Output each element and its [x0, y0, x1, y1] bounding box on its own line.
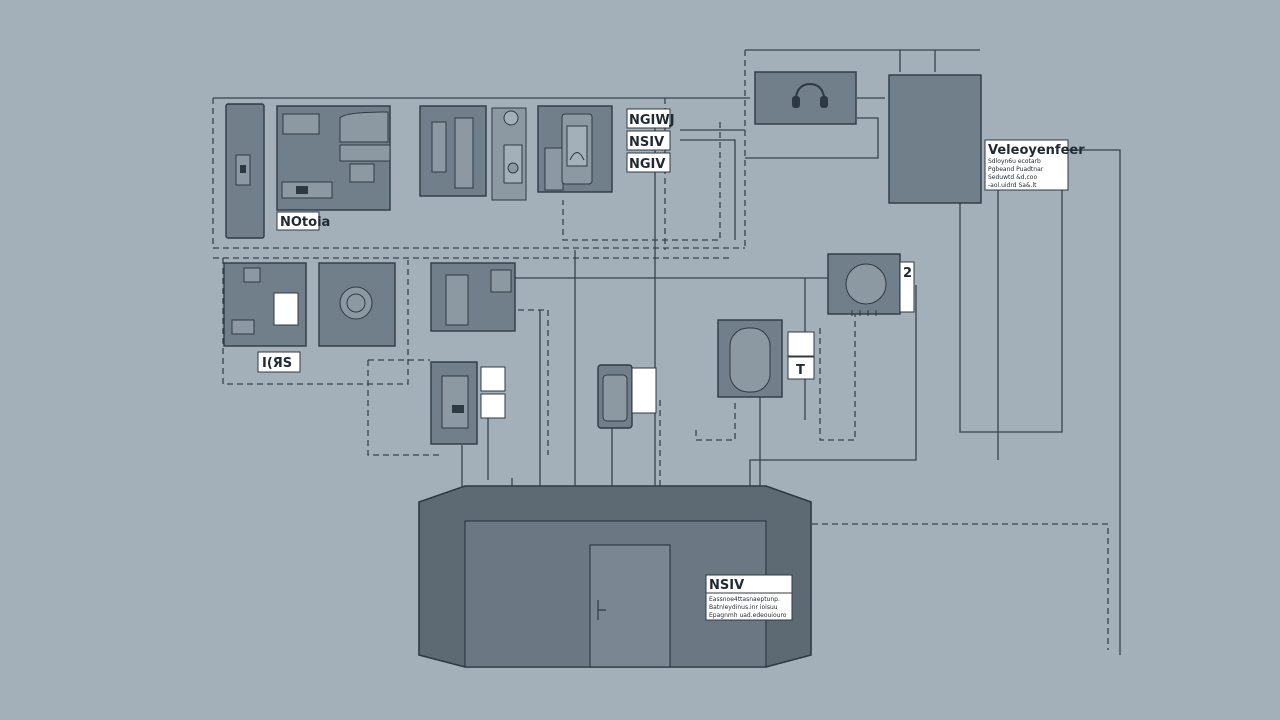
- tag-3-text: NGIV: [629, 157, 665, 172]
- dashed-bottom-right: [812, 523, 1109, 650]
- dashed-region-left: [213, 257, 730, 385]
- unit-left-slot: [225, 103, 265, 239]
- mini-tags: T 2: [273, 261, 915, 419]
- vendor-line-3: Seduwtd &d,coo: [988, 174, 1037, 181]
- unit-tall-cabinet: [888, 74, 982, 204]
- headset-icon: [794, 82, 826, 107]
- vendor-title: Veleoyenfeer: [988, 143, 1085, 158]
- door-icon: [597, 600, 606, 620]
- unit-center-switch: [430, 262, 516, 332]
- unit-control-panel: [276, 105, 391, 211]
- label-vendor: Veleoyenfeer Sdloyn6u ecotarb Pgbeand Pu…: [984, 139, 1085, 191]
- unit-meter-panel: [537, 105, 613, 193]
- vendor-line-2: Pgbeand Puadtnar: [988, 166, 1044, 173]
- tag-1-text: NGIWJ: [629, 113, 675, 128]
- dashed-mid-run: [367, 359, 440, 456]
- main-line-1: Eassnoe4ttasnaeptunp.: [709, 596, 780, 603]
- label-tags: NGIWJ NSIV NGIV: [626, 108, 675, 173]
- mini-mark-text: 2: [903, 266, 912, 281]
- unit-dial-box: [318, 262, 396, 347]
- label-notice: NOtoia: [276, 211, 330, 231]
- meter-icon: [569, 152, 585, 161]
- gauge-icon: [503, 110, 519, 126]
- side-mark-text: T: [796, 363, 805, 378]
- dashed-region-top: [212, 98, 745, 249]
- label-main: NSIV Eassnoe4ttasnaeptunp. Batnleydinus.…: [705, 574, 793, 621]
- label-badge-mid: I(ЯS: [257, 351, 301, 373]
- vendor-line-1: Sdloyn6u ecotarb: [988, 158, 1041, 165]
- badge-mid-text: I(ЯS: [262, 356, 292, 371]
- unit-panel-center: [419, 105, 527, 201]
- main-cabinet: [418, 485, 812, 668]
- main-line-2: Batnleydinus.inr ioisuu: [709, 604, 778, 611]
- main-line-3: Epagnmh uad.edeouiouro: [709, 612, 787, 619]
- vendor-line-4: -aol.uidrd Sa&.lt: [988, 182, 1037, 189]
- unit-tank: [717, 319, 783, 398]
- unit-breaker: [430, 361, 478, 445]
- unit-phone: [597, 364, 633, 429]
- tag-2-text: NSIV: [629, 135, 664, 150]
- unit-headset-box: [754, 71, 857, 125]
- main-title: NSIV: [709, 578, 744, 593]
- notice-text: NOtoia: [280, 215, 330, 230]
- unit-fan-box: [827, 253, 901, 316]
